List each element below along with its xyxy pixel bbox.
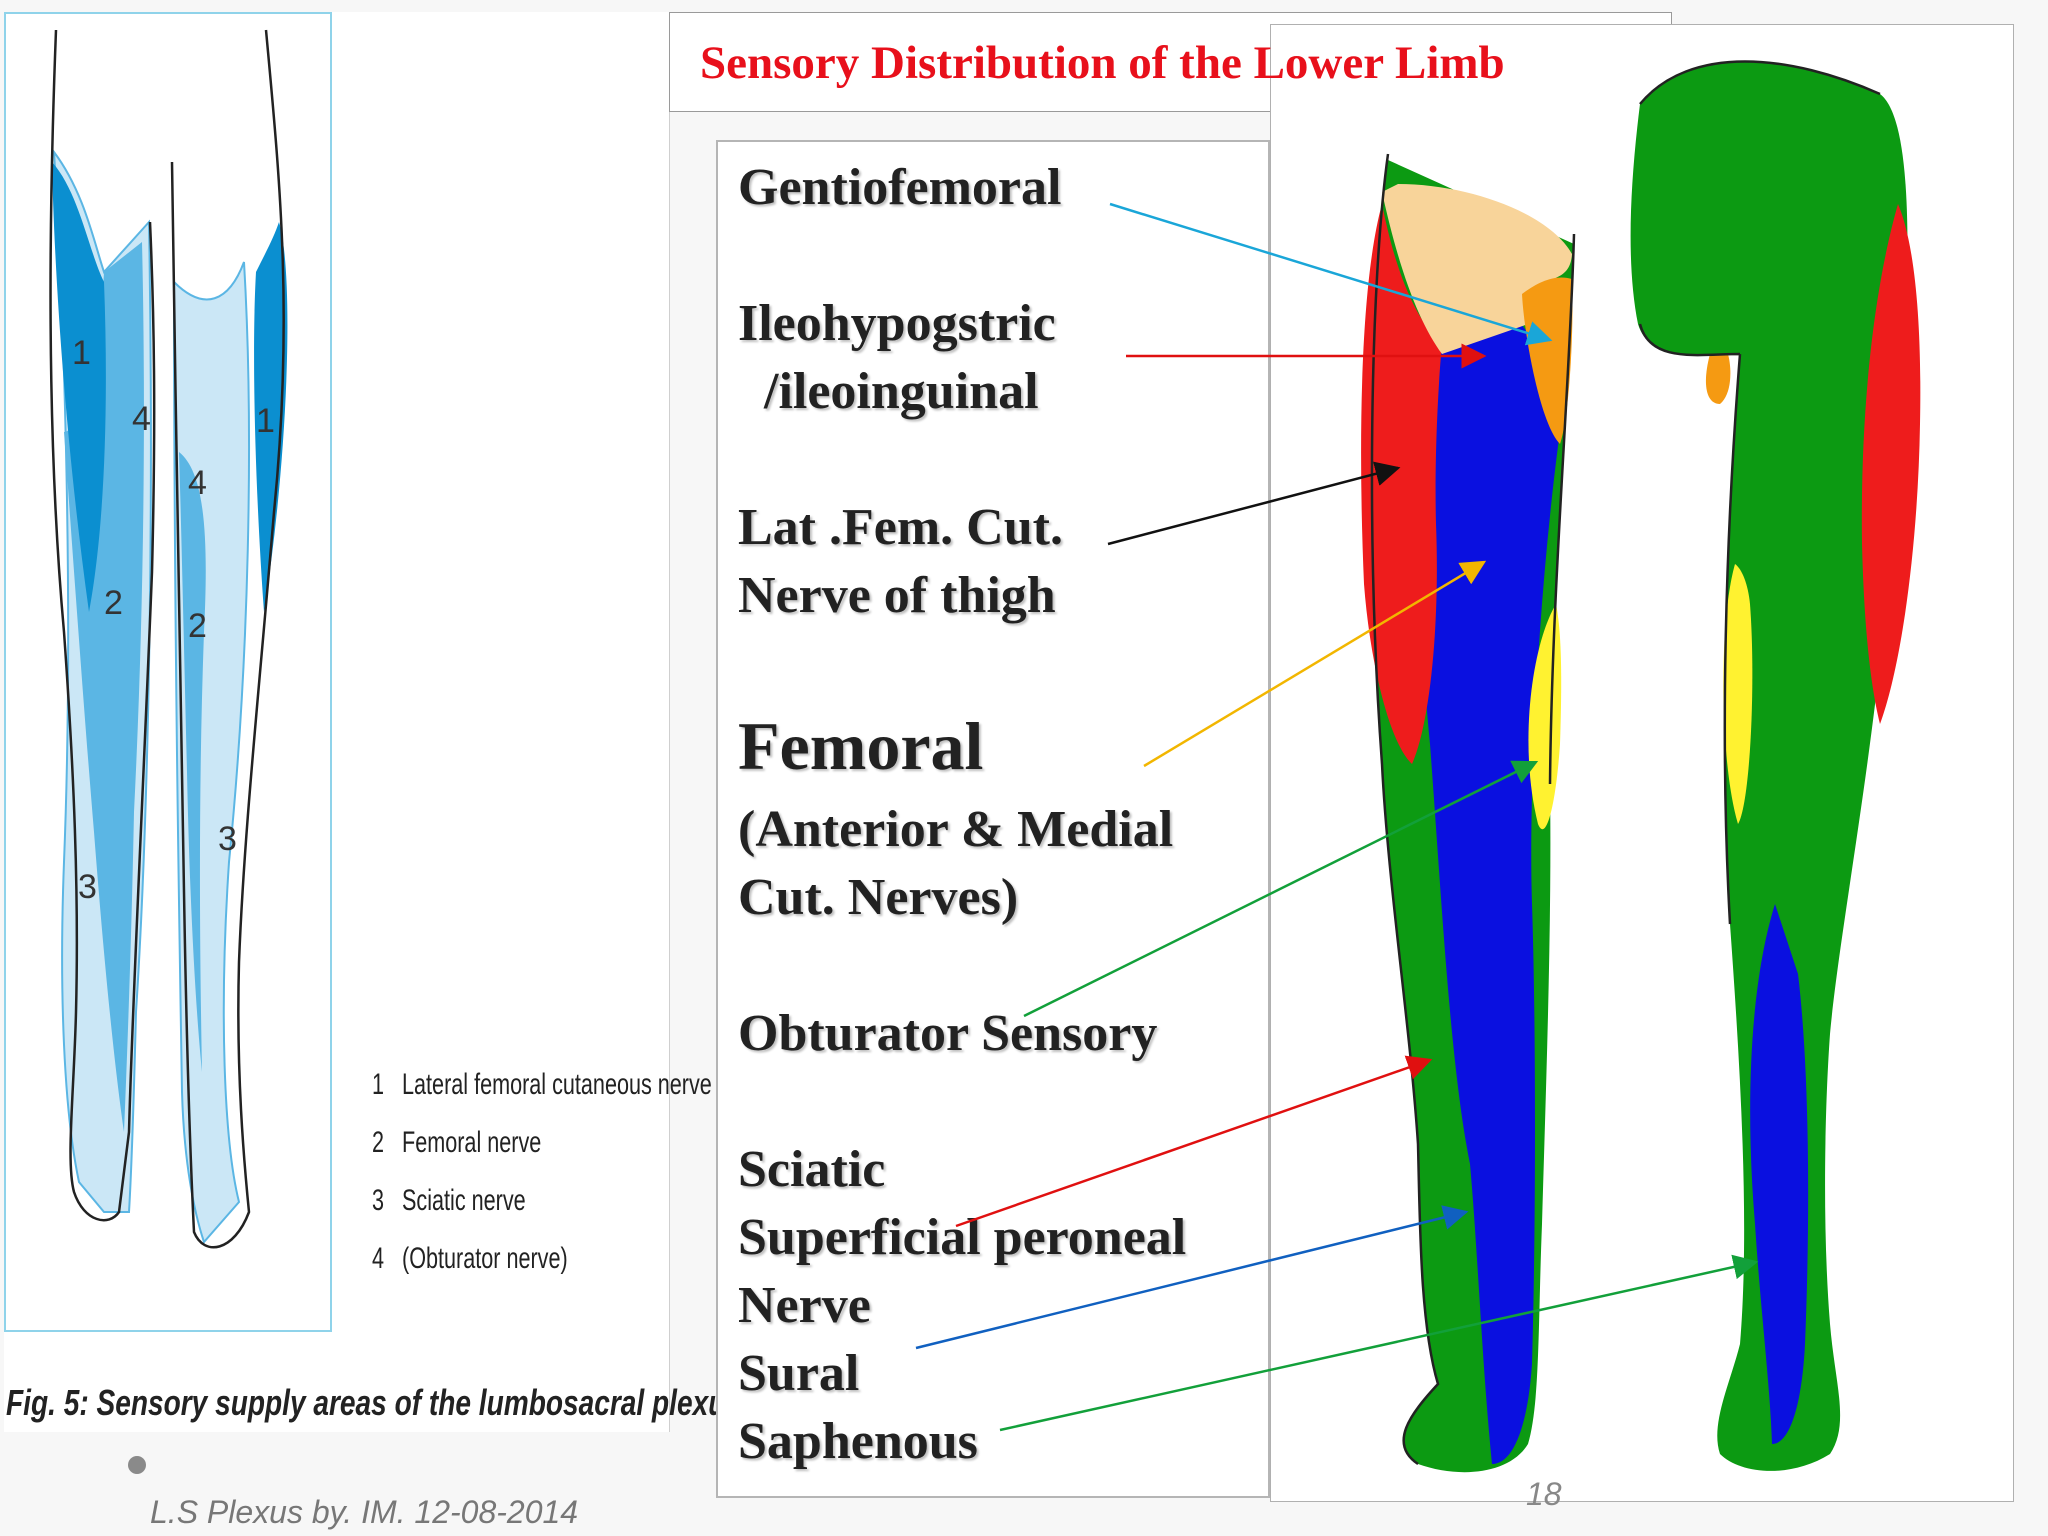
label-obturator: Obturator Sensory xyxy=(738,1005,1158,1062)
figure-caption: Fig. 5: Sensory supply areas of the lumb… xyxy=(6,1382,741,1423)
right-leg-mid-region xyxy=(179,452,206,1072)
legend-label: (Obturator nerve) xyxy=(402,1242,568,1275)
label-femoral: Femoral xyxy=(738,708,984,784)
label-femoral-sub-2: Cut. Nerves) xyxy=(738,869,1019,926)
page-number: 18 xyxy=(1526,1476,1562,1512)
region-number: 4 xyxy=(132,400,151,438)
legend-row: 4 (Obturator nerve) xyxy=(372,1242,568,1276)
back-leg-red-region xyxy=(1861,204,1921,724)
legend-label: Lateral femoral cutaneous nerve xyxy=(402,1068,712,1101)
bullet-dot xyxy=(128,1456,146,1474)
label-nerve: Nerve xyxy=(738,1277,871,1334)
legend-row: 2 Femoral nerve xyxy=(372,1126,541,1160)
legend-number: 4 xyxy=(372,1242,385,1275)
label-ileoinguinal: /ileoinguinal xyxy=(764,363,1039,420)
legend-number: 2 xyxy=(372,1126,385,1159)
front-leg-outline xyxy=(1370,153,1576,1466)
back-leg-yellow-region xyxy=(1723,564,1753,824)
region-number: 2 xyxy=(188,607,207,645)
right-leg-outline xyxy=(170,29,285,1249)
label-genitofemoral: Gentiofemoral xyxy=(738,159,1062,216)
label-ileohypogastric: Ileohypogstric xyxy=(738,295,1056,352)
legend-number: 3 xyxy=(372,1184,385,1217)
back-leg-outline xyxy=(1638,60,1881,925)
legend-row: 1 Lateral femoral cutaneous nerve xyxy=(372,1068,712,1102)
slide-title: Sensory Distribution of the Lower Limb xyxy=(700,37,1505,89)
front-leg-blue-region xyxy=(1421,304,1570,1464)
label-saphenous: Saphenous xyxy=(738,1413,978,1470)
region-number: 3 xyxy=(218,820,237,858)
label-sciatic: Sciatic xyxy=(738,1141,886,1198)
footer-text: L.S Plexus by. IM. 12-08-2014 xyxy=(150,1494,579,1530)
label-sural: Sural xyxy=(738,1345,860,1402)
region-number: 4 xyxy=(188,464,207,502)
legend-label: Femoral nerve xyxy=(402,1126,542,1159)
arrow-genitofemoral xyxy=(1109,202,1553,346)
region-number: 1 xyxy=(256,402,275,440)
sensory-legs-illustration xyxy=(1361,60,1921,1473)
back-leg-green-base xyxy=(1630,61,1908,1471)
left-leg-dark-region xyxy=(52,162,106,612)
legend-number: 1 xyxy=(372,1068,385,1101)
arrow-sciatic xyxy=(955,1055,1433,1228)
arrow-saphenous xyxy=(999,1254,1759,1432)
arrow-superficial-peroneal xyxy=(915,1205,1469,1350)
label-femoral-sub-1: (Anterior & Medial xyxy=(738,801,1174,858)
lumbosacral-legs-illustration: 1 4 1 4 2 2 3 3 xyxy=(49,29,288,1249)
back-leg-orange-region xyxy=(1705,354,1731,404)
region-number: 3 xyxy=(78,868,97,906)
region-number: 2 xyxy=(104,584,123,622)
left-leg-outline xyxy=(49,29,156,1222)
arrow-femoral xyxy=(1143,560,1487,768)
label-superficial-peroneal: Superficial peroneal xyxy=(738,1209,1187,1266)
back-leg-blue-region xyxy=(1750,904,1809,1444)
front-leg-orange-region xyxy=(1522,277,1573,444)
label-lat-fem-cut: Lat .Fem. Cut. xyxy=(738,499,1063,556)
label-nerve-of-thigh: Nerve of thigh xyxy=(738,567,1056,624)
arrow-obturator xyxy=(1023,760,1539,1018)
legend-label: Sciatic nerve xyxy=(402,1184,526,1217)
legend-row: 3 Sciatic nerve xyxy=(372,1184,526,1218)
nerve-labels-panel xyxy=(716,140,1270,1498)
arrow-lat-fem-cut xyxy=(1107,461,1401,546)
region-number: 1 xyxy=(72,334,91,372)
right-leg-dark-region xyxy=(254,222,288,612)
